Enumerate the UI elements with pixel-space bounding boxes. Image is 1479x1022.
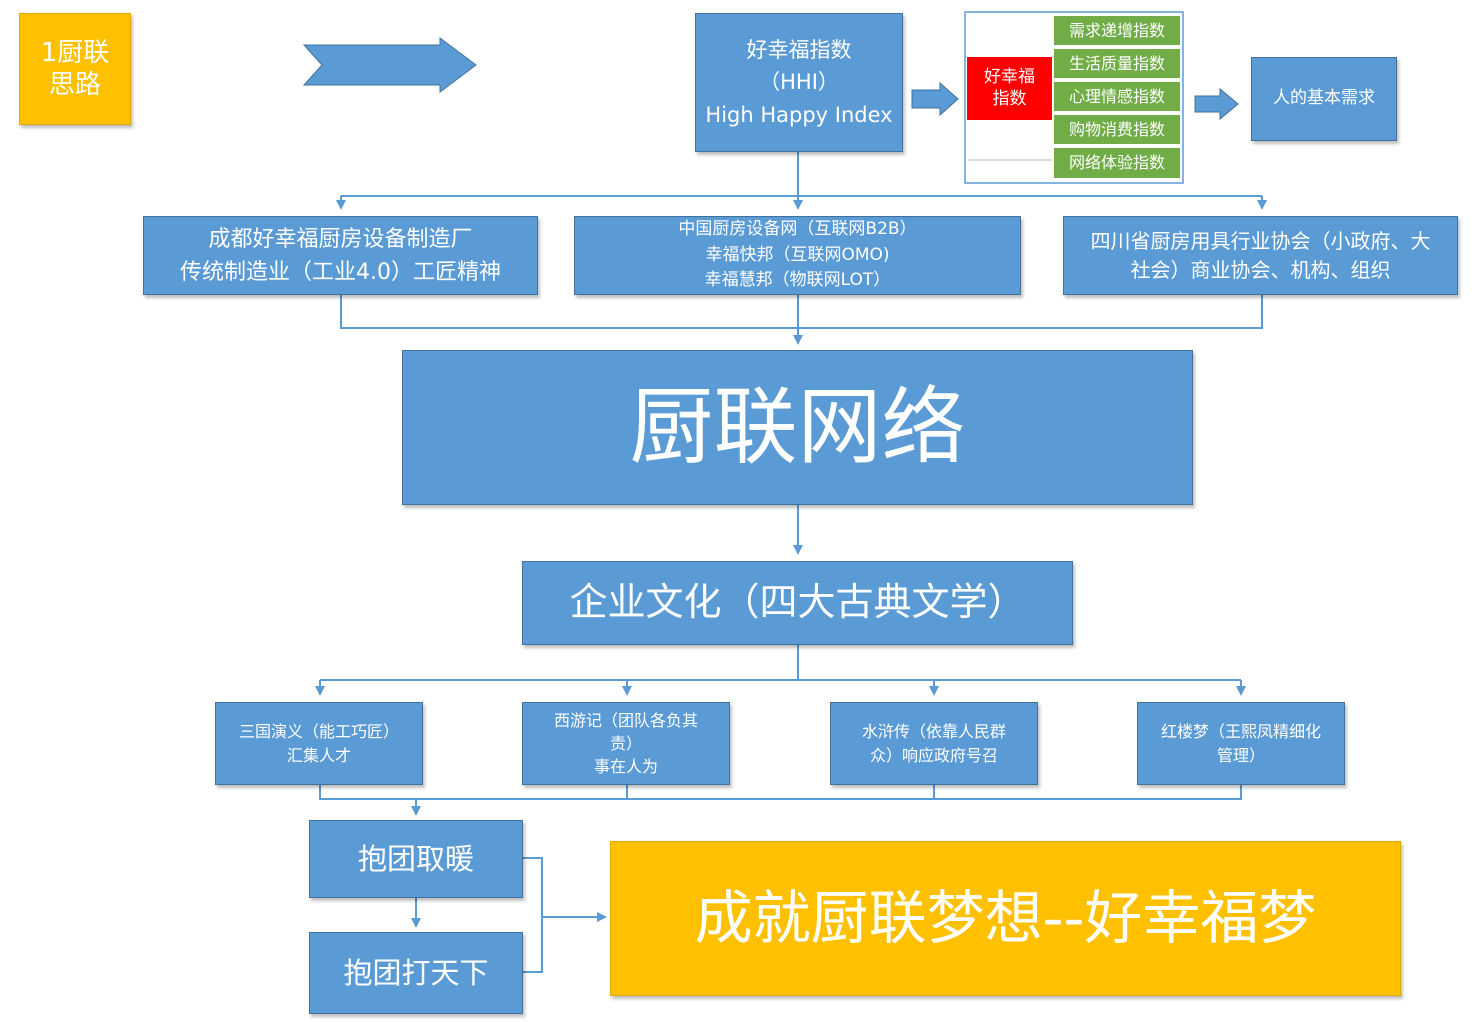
unity-conquer-box: 抱团打天下 [309,932,523,1014]
arrow-right-icon [1194,87,1239,121]
kitchen-network-box: 厨联网络 [402,350,1193,505]
classic-xiyou-box: 西游记（团队各负其 责） 事在人为 [522,702,730,785]
corporate-culture-box: 企业文化（四大古典文学） [522,561,1073,645]
sub-index-shopping: 购物消费指数 [1052,113,1182,146]
sub-index-psychology: 心理情感指数 [1052,80,1182,113]
connector-unity-bracket [523,857,543,973]
big-arrow-right-icon [302,37,477,93]
sub-index-demand: 需求递增指数 [1052,14,1182,47]
sub-index-online: 网络体验指数 [1052,146,1182,180]
dream-box: 成就厨联梦想--好幸福梦 [610,841,1401,996]
classic-shuihu-box: 水浒传（依靠人民群 众）响应政府号召 [830,702,1038,785]
classic-sanguo-box: 三国演义（能工巧匠） 汇集人才 [215,702,423,785]
connector-tier2-bus [340,295,1263,329]
happiness-index-core: 好幸福 指数 [967,57,1052,120]
hhi-box: 好幸福指数 （HHI） High Happy Index [695,13,903,152]
basic-needs-box: 人的基本需求 [1251,57,1397,141]
arrow-right-icon [911,81,959,117]
sub-index-life-quality: 生活质量指数 [1052,47,1182,80]
unity-warmth-box: 抱团取暖 [309,820,523,898]
network-sites-box: 中国厨房设备网（互联网B2B） 幸福快邦（互联网OMO) 幸福慧邦（物联网LOT… [574,216,1021,295]
classic-honglou-box: 红楼梦（王熙凤精细化 管理） [1137,702,1345,785]
factory-box: 成都好幸福厨房设备制造厂 传统制造业（工业4.0）工匠精神 [143,216,538,295]
association-box: 四川省厨房用具行业协会（小政府、大 社会）商业协会、机构、组织 [1063,216,1458,295]
connector-classics-bottom-bus [319,785,1242,800]
title-box: 1厨联 思路 [19,13,131,125]
